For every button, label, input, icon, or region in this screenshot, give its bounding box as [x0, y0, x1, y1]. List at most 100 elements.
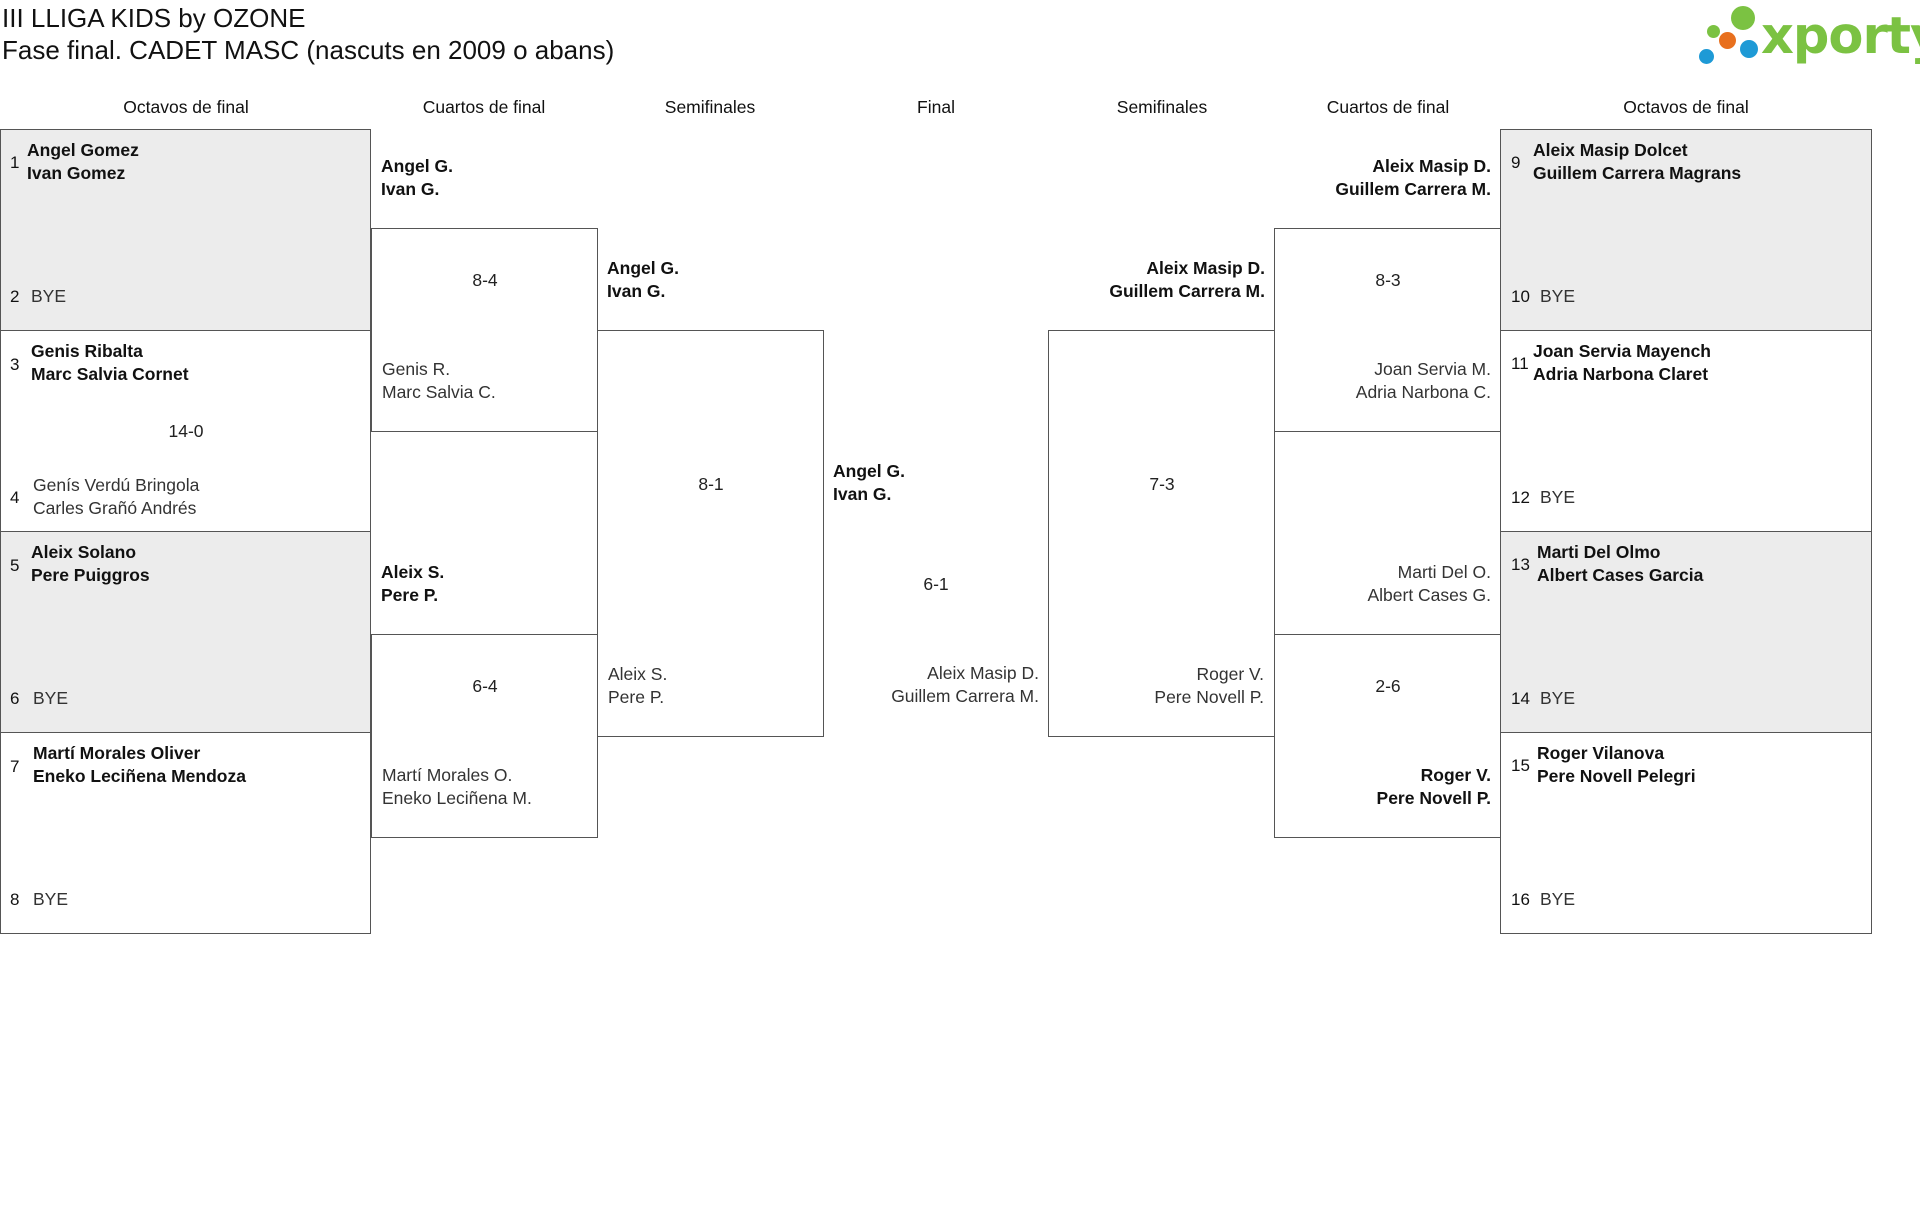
- team-b: BYE: [1540, 888, 1575, 911]
- seed-number: 7: [10, 757, 20, 776]
- octavos-right-match-1[interactable]: 9 Aleix Masip Dolcet Guillem Carrera Mag…: [1500, 129, 1872, 331]
- team-b: BYE: [1540, 687, 1575, 710]
- octavos-right-match-4[interactable]: 15 Roger Vilanova Pere Novell Pelegri 16…: [1500, 732, 1872, 934]
- bottom-team: Martí Morales O. Eneko Leciñena M.: [382, 764, 532, 810]
- player-name: Aleix S.: [608, 664, 668, 684]
- cuartos-right-match-1[interactable]: 8-3 Joan Servia M. Adria Narbona C.: [1274, 228, 1501, 432]
- player-name: Angel G.: [607, 258, 679, 278]
- cuartos-right-1-top-team: Aleix Masip D. Guillem Carrera M.: [1275, 155, 1491, 201]
- octavos-left-match-4[interactable]: 7 Martí Morales Oliver Eneko Leciñena Me…: [0, 732, 371, 934]
- team-a: Aleix Solano Pere Puiggros: [31, 541, 150, 587]
- cuartos-left-match-1[interactable]: 8-4 Genis R. Marc Salvia C.: [371, 228, 598, 432]
- player-name: Eneko Leciñena M.: [382, 788, 532, 808]
- header-left-cuartos: Cuartos de final: [422, 97, 546, 117]
- octavos-left-match-1[interactable]: 1 Angel Gomez Ivan Gomez 2 BYE: [0, 129, 371, 331]
- player-name: Ivan G.: [833, 484, 892, 504]
- player-name: Martí Morales O.: [382, 765, 513, 785]
- seed-number: 6: [10, 689, 20, 708]
- team-b: BYE: [1540, 285, 1575, 308]
- player-name: Albert Cases G.: [1367, 585, 1491, 605]
- xporty-logo[interactable]: xporty: [1695, 2, 1920, 72]
- header-right-semis: Semifinales: [1116, 97, 1208, 117]
- player-name: Pere Novell P.: [1154, 687, 1264, 707]
- semis-right-top-team: Aleix Masip D. Guillem Carrera M.: [1049, 257, 1265, 303]
- team-b: BYE: [33, 888, 68, 911]
- seed-number: 2: [10, 287, 20, 306]
- team-a: Roger Vilanova Pere Novell Pelegri: [1537, 742, 1696, 788]
- semis-left-match[interactable]: 8-1 Aleix S. Pere P.: [597, 330, 824, 737]
- seed-number: 11: [1511, 354, 1529, 373]
- semis-right-match[interactable]: 7-3 Roger V. Pere Novell P.: [1048, 330, 1275, 737]
- player-name: Angel G.: [833, 461, 905, 481]
- bye-label: BYE: [1540, 487, 1576, 507]
- player-name: Martí Morales Oliver: [33, 743, 201, 763]
- bye-label: BYE: [31, 286, 67, 306]
- final-bottom-team: Aleix Masip D. Guillem Carrera M.: [823, 662, 1039, 708]
- header-left-semis: Semifinales: [664, 97, 756, 117]
- octavos-right-match-3[interactable]: 13 Marti Del Olmo Albert Cases Garcia 14…: [1500, 531, 1872, 733]
- seed-number: 10: [1511, 287, 1530, 306]
- bye-label: BYE: [1540, 889, 1576, 909]
- player-name: Aleix Solano: [31, 542, 137, 562]
- player-name: Genis Ribalta: [31, 341, 143, 361]
- team-b: BYE: [1540, 486, 1575, 509]
- player-name: Adria Narbona Claret: [1533, 364, 1709, 384]
- player-name: Aleix S.: [381, 562, 445, 582]
- bye-label: BYE: [1540, 688, 1576, 708]
- team-a: Angel Gomez Ivan Gomez: [27, 139, 139, 185]
- player-name: Roger V.: [1196, 664, 1264, 684]
- octavos-left-match-3[interactable]: 5 Aleix Solano Pere Puiggros 6 BYE: [0, 531, 371, 733]
- final-top-team: Angel G. Ivan G.: [833, 460, 905, 506]
- player-name: Roger Vilanova: [1537, 743, 1665, 763]
- player-name: Carles Grañó Andrés: [33, 498, 197, 518]
- player-name: Ivan G.: [607, 281, 666, 301]
- player-name: Aleix Masip D.: [1146, 258, 1265, 278]
- bye-label: BYE: [1540, 286, 1576, 306]
- header-right-octavos: Octavos de final: [1623, 97, 1749, 117]
- cuartos-left-1-top-team: Angel G. Ivan G.: [381, 155, 453, 201]
- match-score: 14-0: [168, 421, 204, 441]
- bye-label: BYE: [33, 889, 69, 909]
- team-b: Genís Verdú Bringola Carles Grañó Andrés: [33, 474, 199, 520]
- player-name: Marti Del O.: [1397, 562, 1491, 582]
- player-name: Pere P.: [608, 687, 665, 707]
- cuartos-right-match-2[interactable]: 2-6 Roger V. Pere Novell P.: [1274, 634, 1501, 838]
- cuartos-left-match-2[interactable]: 6-4 Martí Morales O. Eneko Leciñena M.: [371, 634, 598, 838]
- player-name: Angel G.: [381, 156, 453, 176]
- logo-dot-blue-small-icon: [1740, 40, 1758, 58]
- logo-dot-orange-icon: [1719, 32, 1736, 49]
- player-name: Roger V.: [1420, 765, 1491, 785]
- player-name: Genís Verdú Bringola: [33, 475, 200, 495]
- bottom-team: Joan Servia M. Adria Narbona C.: [1275, 358, 1491, 404]
- seed-number: 14: [1511, 689, 1530, 708]
- match-score: 8-3: [1375, 270, 1401, 290]
- tournament-subtitle: Fase final. CADET MASC (nascuts en 2009 …: [2, 35, 615, 65]
- player-name: Guillem Carrera M.: [891, 686, 1039, 706]
- bye-label: BYE: [33, 688, 69, 708]
- octavos-right-match-2[interactable]: 11 Joan Servia Mayench Adria Narbona Cla…: [1500, 330, 1872, 532]
- seed-number: 1: [10, 153, 20, 172]
- logo-dot-green-icon: [1731, 6, 1755, 30]
- header-right-cuartos: Cuartos de final: [1326, 97, 1450, 117]
- player-name: Aleix Masip D.: [1372, 156, 1491, 176]
- seed-number: 9: [1511, 153, 1521, 172]
- seed-number: 16: [1511, 890, 1530, 909]
- octavos-left-match-2[interactable]: 3 Genis Ribalta Marc Salvia Cornet 14-0 …: [0, 330, 371, 532]
- seed-number: 4: [10, 488, 20, 507]
- player-name: Angel Gomez: [27, 140, 139, 160]
- match-score: 6-4: [472, 676, 498, 696]
- team-b: BYE: [33, 687, 68, 710]
- header-final: Final: [917, 97, 955, 117]
- bottom-team: Genis R. Marc Salvia C.: [382, 358, 496, 404]
- player-name: Joan Servia Mayench: [1533, 341, 1711, 361]
- team-a: Joan Servia Mayench Adria Narbona Claret: [1533, 340, 1711, 386]
- match-score: 7-3: [1149, 474, 1175, 494]
- logo-text: xporty: [1761, 7, 1920, 66]
- player-name: Marti Del Olmo: [1537, 542, 1661, 562]
- player-name: Aleix Masip D.: [927, 663, 1039, 683]
- match-score: 2-6: [1375, 676, 1401, 696]
- team-a: Martí Morales Oliver Eneko Leciñena Mend…: [33, 742, 246, 788]
- match-score: 8-1: [698, 474, 724, 494]
- team-a: Genis Ribalta Marc Salvia Cornet: [31, 340, 189, 386]
- player-name: Pere Novell Pelegri: [1537, 766, 1696, 786]
